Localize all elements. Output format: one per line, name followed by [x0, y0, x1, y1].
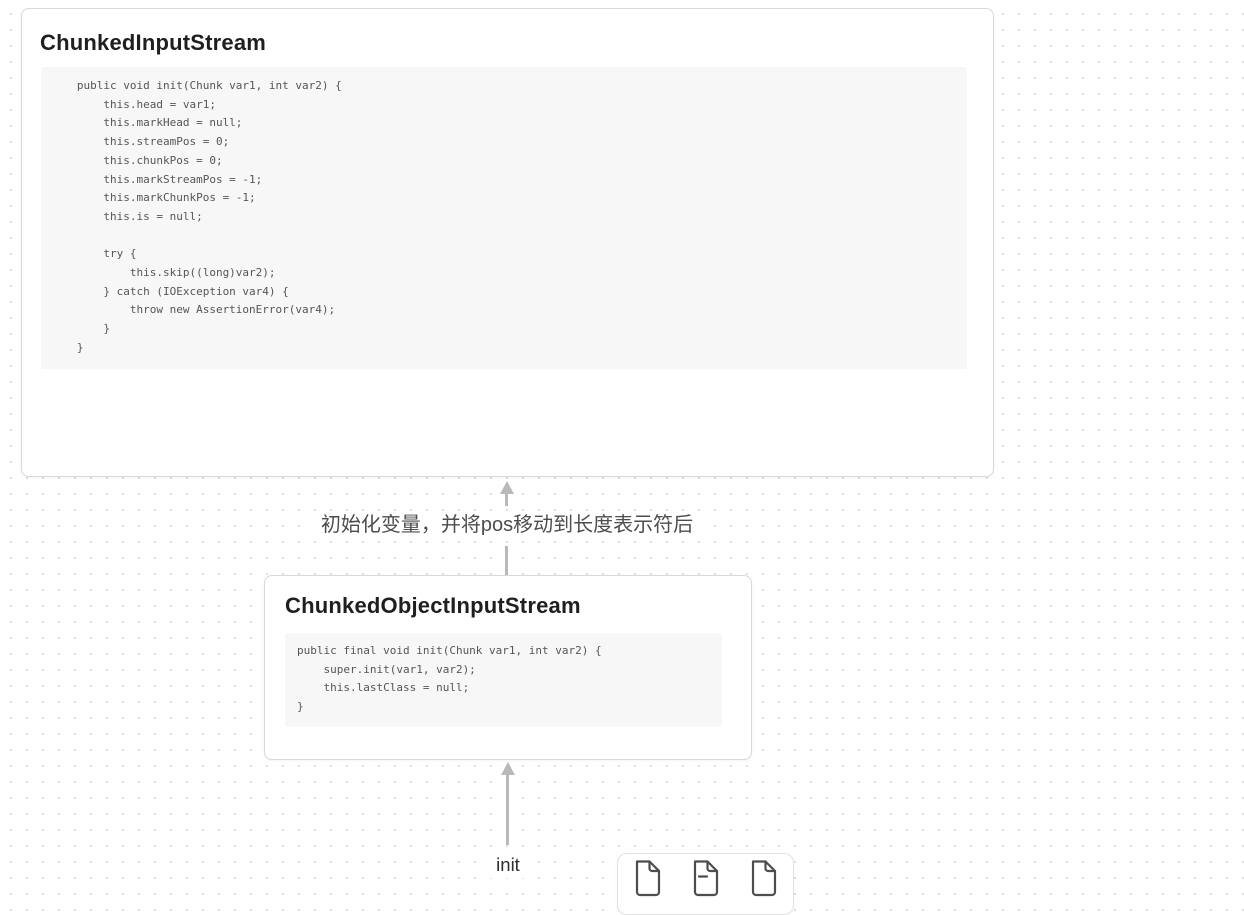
- node-chunkedinputstream[interactable]: ChunkedInputStream public void init(Chun…: [21, 8, 994, 477]
- edge-label: init: [489, 852, 527, 878]
- file-icon: [751, 860, 776, 897]
- edge-line-segment: [506, 774, 509, 845]
- arrow-up-icon: [500, 481, 514, 494]
- arrow-up-icon: [501, 762, 515, 775]
- document-button-3[interactable]: [749, 859, 779, 899]
- file-minus-icon: [693, 860, 718, 897]
- node-code-block: public void init(Chunk var1, int var2) {…: [41, 67, 967, 369]
- edge-line-segment: [505, 493, 508, 506]
- document-button-1[interactable]: [633, 859, 663, 899]
- node-chunkedobjectinputstream[interactable]: ChunkedObjectInputStream public final vo…: [264, 575, 752, 760]
- file-icon: [635, 860, 660, 897]
- pages-toolbar: [617, 853, 794, 915]
- node-title: ChunkedObjectInputStream: [285, 593, 581, 618]
- node-code-block: public final void init(Chunk var1, int v…: [285, 633, 722, 727]
- edge-line-segment: [505, 546, 508, 575]
- edge-label: 初始化变量，并将pos移动到长度表示符后: [313, 512, 701, 539]
- node-title: ChunkedInputStream: [40, 30, 267, 55]
- document-button-2[interactable]: [691, 859, 721, 899]
